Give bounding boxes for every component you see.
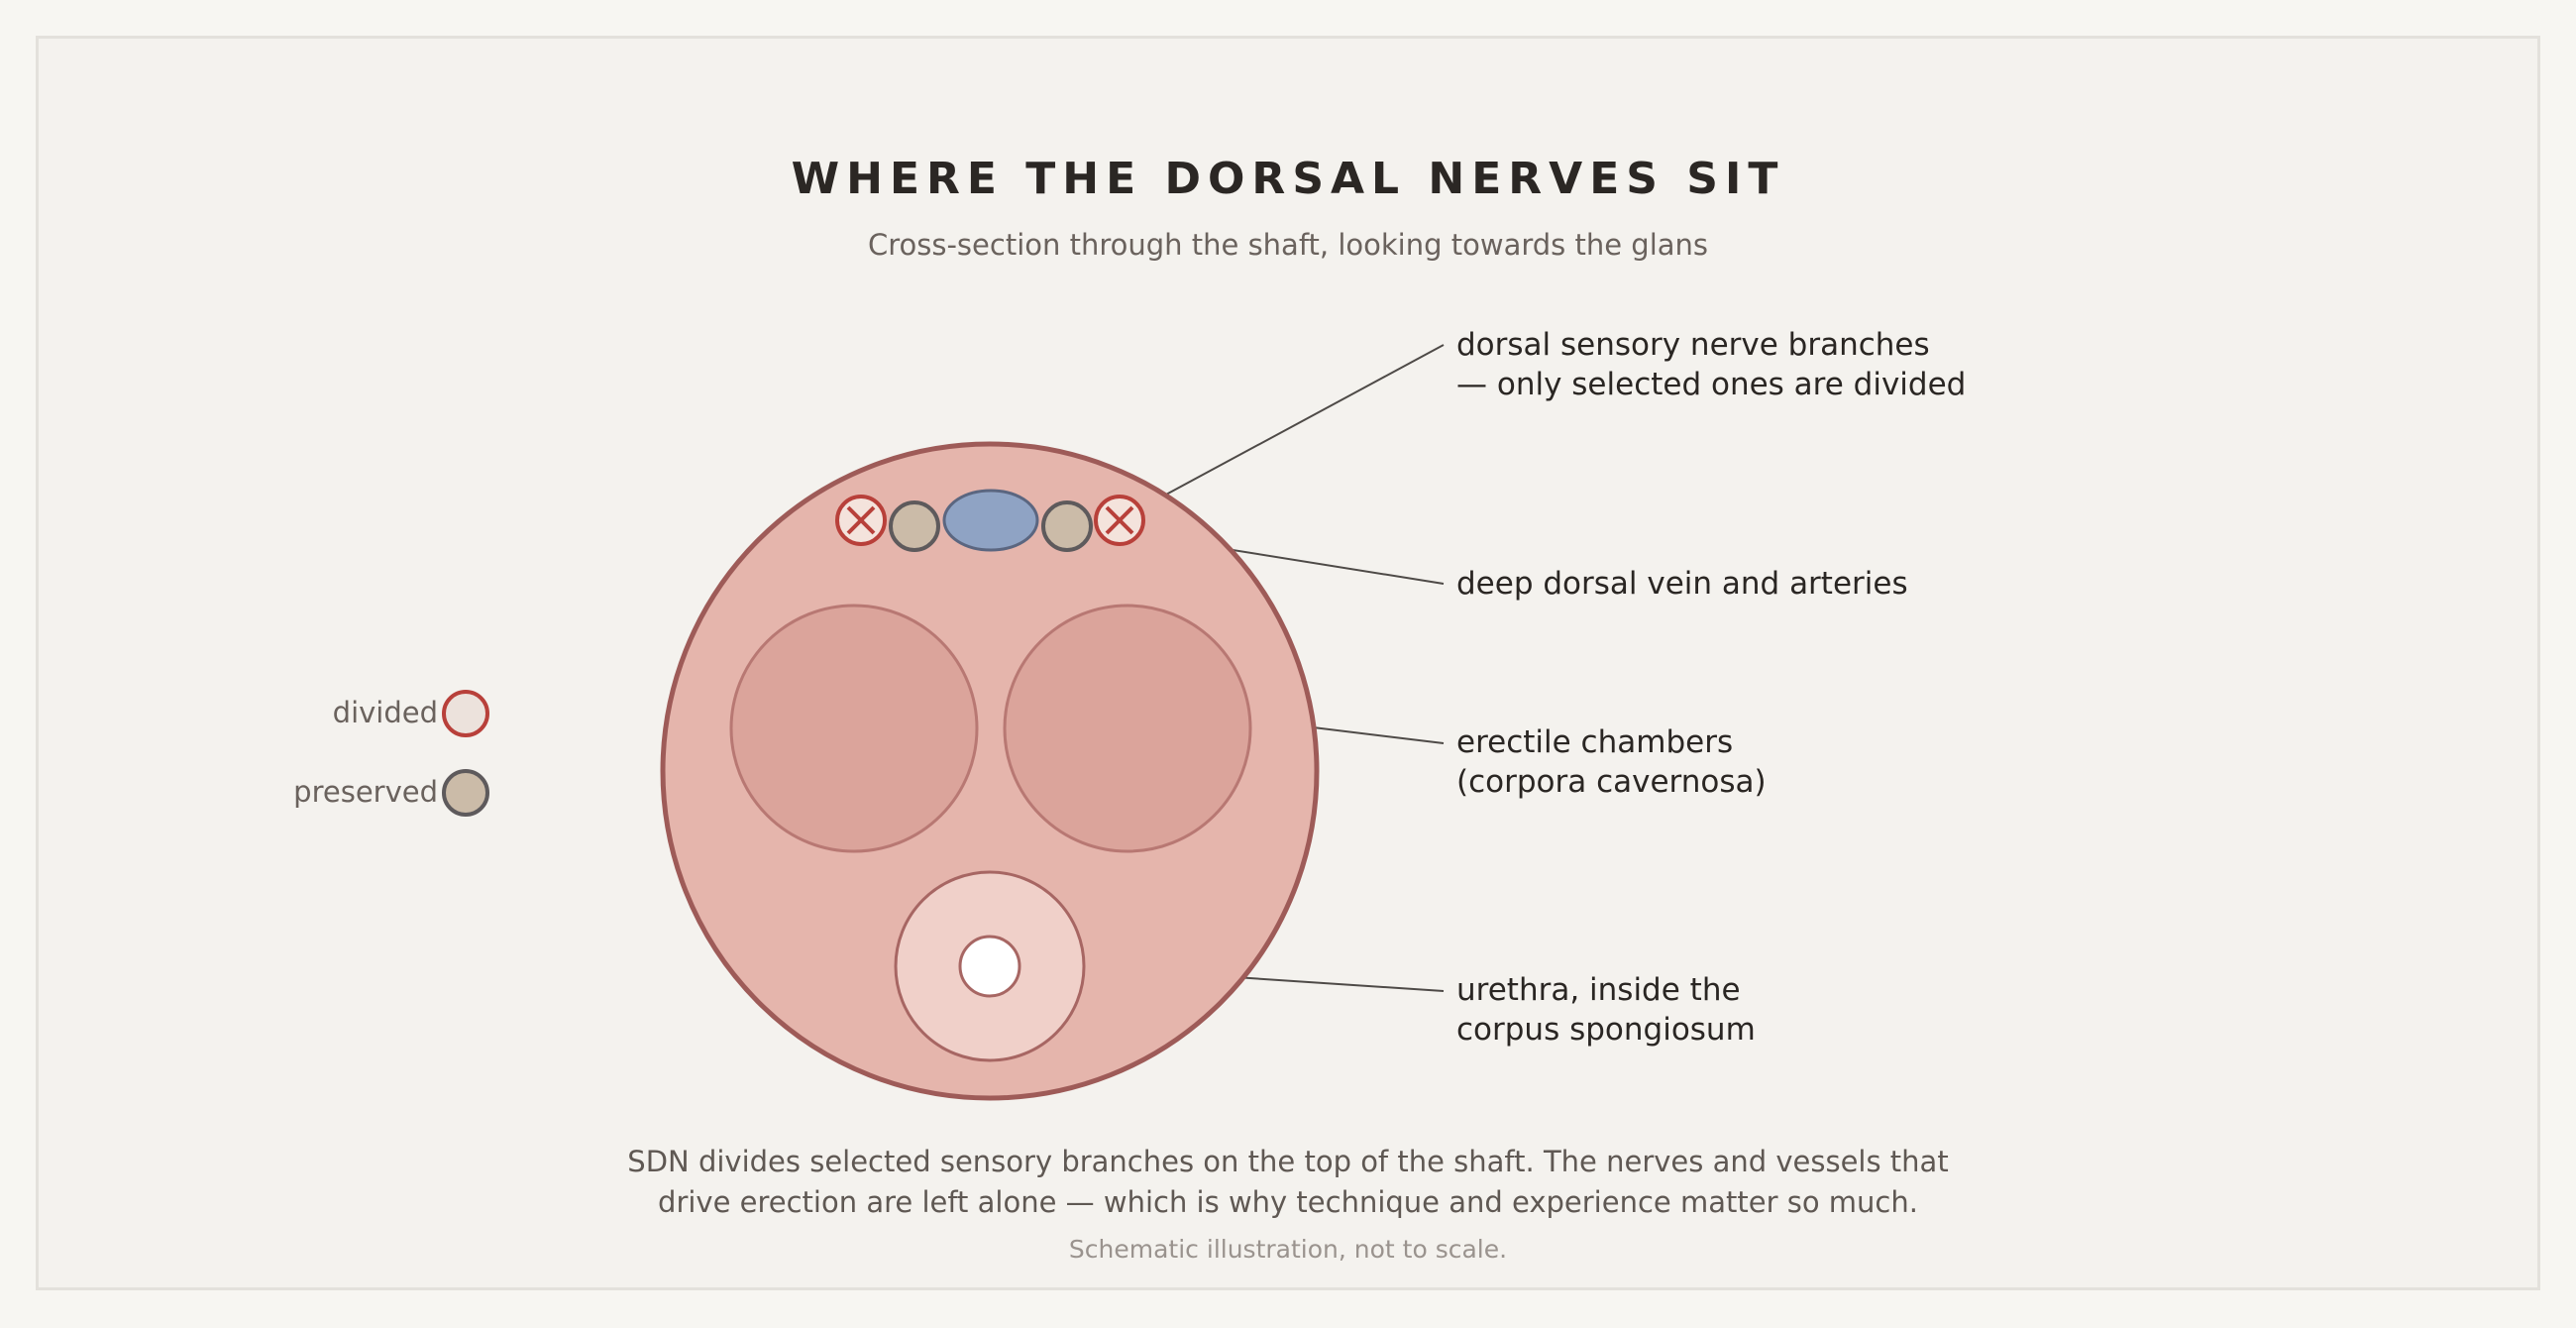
nerve-preserved-left xyxy=(889,500,940,552)
urethra xyxy=(958,935,1021,998)
circle-x-icon xyxy=(442,690,489,737)
corpus-cavernosum-right xyxy=(1003,604,1252,853)
nerve-divided-left xyxy=(835,495,887,546)
label-dorsal-nerves-line2: — only selected ones are divided xyxy=(1456,367,1967,402)
caption-line1: SDN divides selected sensory branches on… xyxy=(627,1145,1949,1178)
label-vein: deep dorsal vein and arteries xyxy=(1456,566,1908,602)
deep-dorsal-vein xyxy=(942,489,1039,552)
label-dorsal-nerves: dorsal sensory nerve branches — only sel… xyxy=(1456,325,1966,404)
corpus-cavernosum-left xyxy=(729,604,979,853)
page-subtitle: Cross-section through the shaft, looking… xyxy=(867,228,1709,262)
legend-divided-label: divided xyxy=(332,696,438,729)
circle-icon xyxy=(442,769,489,817)
label-erectile-line2: (corpora cavernosa) xyxy=(1456,764,1767,800)
leader-dorsal-nerves xyxy=(1127,344,1445,516)
caption: SDN divides selected sensory branches on… xyxy=(0,1142,2576,1223)
page-title: WHERE THE DORSAL NERVES SIT xyxy=(791,154,1785,204)
nerve-preserved-right xyxy=(1041,500,1093,552)
label-urethra-line1: urethra, inside the xyxy=(1456,972,1741,1008)
caption-line2: drive erection are left alone — which is… xyxy=(658,1185,1918,1219)
legend-preserved-label: preserved xyxy=(293,775,438,809)
label-erectile: erectile chambers (corpora cavernosa) xyxy=(1456,722,1767,802)
footnote: Schematic illustration, not to scale. xyxy=(1068,1235,1508,1264)
label-erectile-line1: erectile chambers xyxy=(1456,724,1734,760)
label-urethra: urethra, inside the corpus spongiosum xyxy=(1456,970,1756,1050)
label-dorsal-nerves-line1: dorsal sensory nerve branches xyxy=(1456,327,1930,363)
nerve-divided-right xyxy=(1094,495,1145,546)
label-urethra-line2: corpus spongiosum xyxy=(1456,1012,1756,1048)
